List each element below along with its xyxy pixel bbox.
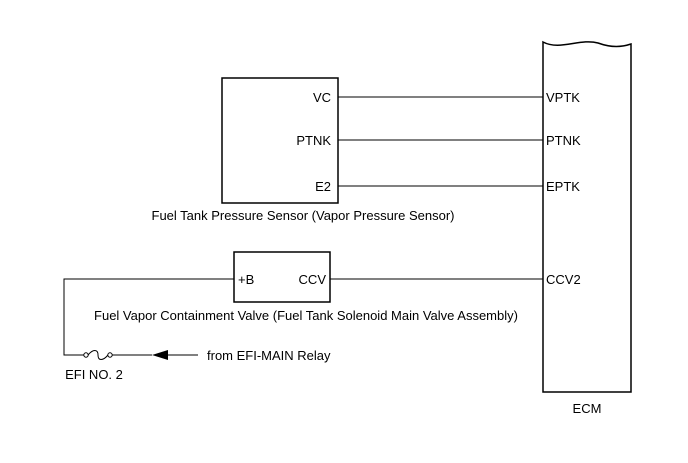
ecm-pin-eptk: EPTK bbox=[546, 179, 580, 194]
ecm-caption: ECM bbox=[573, 401, 602, 416]
valve-pin-b: +B bbox=[238, 272, 254, 287]
fuse-label: EFI NO. 2 bbox=[65, 367, 123, 382]
valve-box bbox=[233, 251, 331, 303]
ecm-pin-vptk: VPTK bbox=[546, 90, 580, 105]
pressure-sensor-caption: Fuel Tank Pressure Sensor (Vapor Pressur… bbox=[152, 208, 455, 223]
valve-caption: Fuel Vapor Containment Valve (Fuel Tank … bbox=[94, 308, 518, 323]
ecm-pin-ptnk: PTNK bbox=[546, 133, 581, 148]
wire-b-to-fuse bbox=[63, 278, 234, 356]
source-label: from EFI-MAIN Relay bbox=[207, 348, 331, 363]
valve-pin-ccv: CCV bbox=[299, 272, 327, 287]
sensor-pin-e2: E2 bbox=[315, 179, 331, 194]
sensor-pin-vc: VC bbox=[313, 90, 331, 105]
sensor-pin-ptnk: PTNK bbox=[296, 133, 331, 148]
ecm-box bbox=[542, 40, 632, 393]
pressure-sensor-box bbox=[221, 77, 339, 204]
ecm-pin-ccv2: CCV2 bbox=[546, 272, 581, 287]
arrow-icon bbox=[152, 350, 168, 360]
fuse-symbol bbox=[83, 350, 113, 360]
